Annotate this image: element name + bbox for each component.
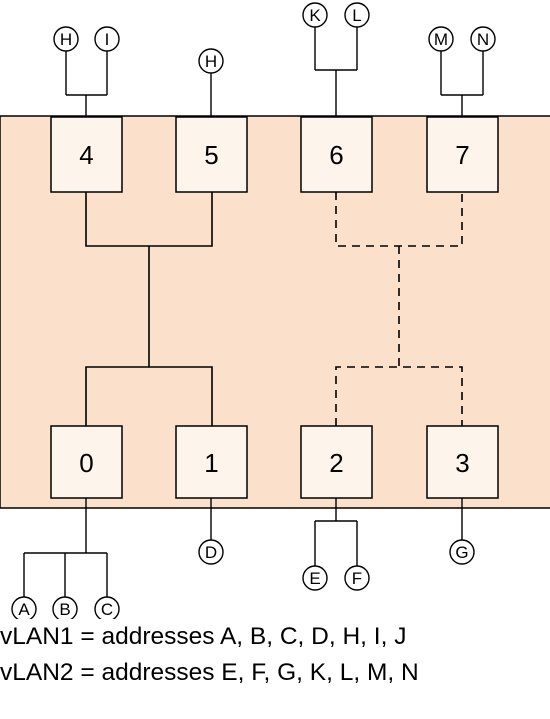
node-h-label: H <box>60 30 72 49</box>
node-c-label: C <box>101 600 113 619</box>
node-a: A <box>11 596 37 619</box>
node-l-label: L <box>352 6 361 25</box>
node-n-label: N <box>477 30 489 49</box>
switch-2-box <box>300 425 373 499</box>
switch-6-node-links <box>314 27 358 117</box>
node-l: L <box>344 2 370 28</box>
node-i-label: I <box>105 30 110 49</box>
link-0-1-merge <box>85 366 213 426</box>
node-k: K <box>302 2 328 28</box>
node-d-label: D <box>205 543 217 562</box>
node-m-label: M <box>434 30 448 49</box>
switch-7: 7 <box>426 116 499 193</box>
node-c-circle <box>94 596 120 619</box>
node-e: E <box>302 565 328 591</box>
node-m-circle <box>428 26 454 52</box>
node-h2-label: H <box>205 52 217 71</box>
switch-7-node-links <box>440 51 484 117</box>
switch-6-label: 6 <box>329 140 343 170</box>
node-e-label: E <box>309 569 320 588</box>
switch-4: 4 <box>50 116 123 193</box>
link-2-3-merge <box>335 366 463 426</box>
node-a-label: A <box>18 600 30 619</box>
vlan-diagram: 4 5 6 7 0 1 <box>0 2 550 619</box>
switch-2: 2 <box>300 425 373 499</box>
node-b: B <box>52 596 78 619</box>
node-h2-circle <box>198 48 224 74</box>
switch-0-node-links <box>23 498 108 597</box>
node-g-circle <box>449 539 475 565</box>
node-f-circle <box>344 565 370 591</box>
switch-5-box <box>175 116 248 193</box>
end-nodes: H I H K L M N <box>11 2 496 619</box>
switch-0-label: 0 <box>79 448 93 478</box>
switch-0: 0 <box>50 425 123 499</box>
node-l-circle <box>344 2 370 28</box>
switch-7-label: 7 <box>455 140 469 170</box>
node-b-circle <box>52 596 78 619</box>
node-h-top-middle: H <box>198 48 224 74</box>
switch-4-label: 4 <box>79 140 93 170</box>
legend-vlan2: vLAN2 = addresses E, F, G, K, L, M, N <box>0 659 419 686</box>
node-k-label: K <box>309 6 321 25</box>
node-b-label: B <box>59 600 70 619</box>
switch-4-node-links <box>65 51 108 117</box>
node-h-circle <box>53 26 79 52</box>
node-a-circle <box>11 596 37 619</box>
switch-2-label: 2 <box>329 448 343 478</box>
switch-3-label: 3 <box>455 448 469 478</box>
node-e-circle <box>302 565 328 591</box>
legend-vlan1: vLAN1 = addresses A, B, C, D, H, I, J <box>0 623 407 650</box>
node-i: I <box>94 26 120 52</box>
node-d-circle <box>198 539 224 565</box>
switch-1-label: 1 <box>204 448 218 478</box>
switch-0-box <box>50 425 123 499</box>
node-f-label: F <box>352 569 362 588</box>
switch-6: 6 <box>300 116 373 193</box>
switch-5-label: 5 <box>204 140 218 170</box>
node-g: G <box>449 539 475 565</box>
switch-2-node-links <box>314 498 358 566</box>
vlan1-links <box>85 192 213 426</box>
node-i-circle <box>94 26 120 52</box>
node-n-circle <box>470 26 496 52</box>
switch-3: 3 <box>426 425 499 499</box>
node-c: C <box>94 596 120 619</box>
switch-3-box <box>426 425 499 499</box>
switch-1-box <box>175 425 248 499</box>
switch-5: 5 <box>175 116 248 193</box>
switch-1: 1 <box>175 425 248 499</box>
node-g-label: G <box>455 543 468 562</box>
node-f: F <box>344 565 370 591</box>
switches-bottom: 0 1 2 3 <box>50 425 499 499</box>
node-h-top-left: H <box>53 26 79 52</box>
node-n: N <box>470 26 496 52</box>
vlan2-links <box>335 192 463 426</box>
node-m: M <box>428 26 454 52</box>
end-node-links <box>23 27 484 597</box>
node-k-circle <box>302 2 328 28</box>
node-d: D <box>198 539 224 565</box>
